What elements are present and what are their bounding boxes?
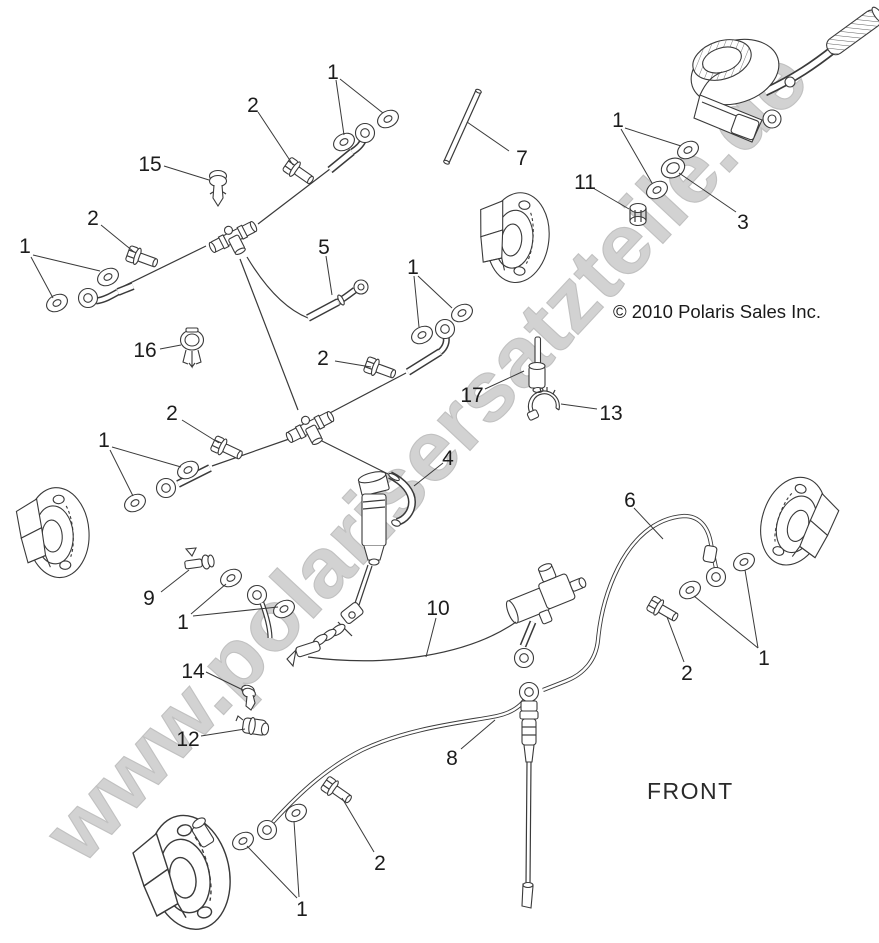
hose-part-5 [306,279,369,322]
callout-3: 3 [737,211,749,234]
callout-7: 7 [516,147,528,170]
clip-part-15 [208,169,228,208]
callout-16: 16 [133,339,156,362]
pin-part-17 [528,336,546,394]
callout-10: 10 [426,597,449,620]
callout-12: 12 [176,728,199,751]
elbow-part-12 [235,715,270,736]
callout-13: 13 [599,402,622,425]
callout-1-mc: 1 [612,109,624,132]
caliper-rear [126,807,242,941]
banjo-fitting-upper [354,122,376,144]
leader-lines [30,78,759,899]
caliper-right [749,468,846,577]
screw-part-14 [241,684,256,711]
callout-8: 8 [446,747,458,770]
banjo-fitting-leftmid [155,477,177,499]
caliper-left [14,484,93,581]
callout-1-right: 1 [758,647,770,670]
callout-1-bottom: 1 [296,898,308,921]
banjo-fitting-right [705,566,727,588]
callout-1-top: 1 [327,61,339,84]
rod-part-7 [443,88,482,165]
tee-fitting-upper [204,214,265,266]
banjo-fitting-left [77,287,99,309]
brake-hose-left [77,282,135,309]
callout-11: 11 [574,171,596,194]
nut-part-11 [629,202,647,227]
callout-1-mid: 1 [407,256,419,279]
bolt-part-9 [184,547,215,570]
brake-cable [518,681,540,909]
brake-hose-8 [256,693,530,841]
brake-hose-upper [327,122,376,174]
callout-6: 6 [624,489,636,512]
brake-hose-mid [405,318,456,376]
banjo-fitting-rear [256,819,278,841]
callout-2-mid: 2 [317,347,329,370]
callout-15: 15 [138,153,161,176]
callout-5: 5 [318,236,330,259]
callout-1-leftmid: 1 [98,429,110,452]
copyright-text: © 2010 Polaris Sales Inc. [613,301,821,322]
callout-2-top: 2 [247,94,259,117]
banjo-fitting-valve [513,647,535,669]
callout-1-left: 1 [19,235,31,258]
callouts: 1 2 15 7 1 11 3 2 1 5 1 16 2 17 13 2 1 4… [19,61,770,921]
callout-1-center: 1 [177,611,189,634]
callout-2-left: 2 [87,207,99,230]
brake-pipes [119,168,407,475]
brake-line-10 [307,621,517,662]
banjo-fitting-center-low [246,584,273,639]
callout-17: 17 [460,384,483,407]
callout-4: 4 [442,447,454,470]
hose-clamp-part-13 [526,387,560,421]
clip-part-16 [179,327,205,369]
banjo-fitting-mid [434,318,456,340]
front-label: FRONT [647,778,734,804]
callout-2-leftmid: 2 [166,402,178,425]
hose-part-4 [388,471,417,527]
master-cylinder-center [286,471,390,668]
junction-valve [505,563,587,669]
callout-14: 14 [181,660,205,683]
master-cylinder-front [690,6,879,143]
brake-hose-6 [542,513,727,692]
callout-2-right: 2 [681,662,693,685]
callout-9: 9 [143,587,155,610]
callout-2-bottom: 2 [374,852,386,875]
